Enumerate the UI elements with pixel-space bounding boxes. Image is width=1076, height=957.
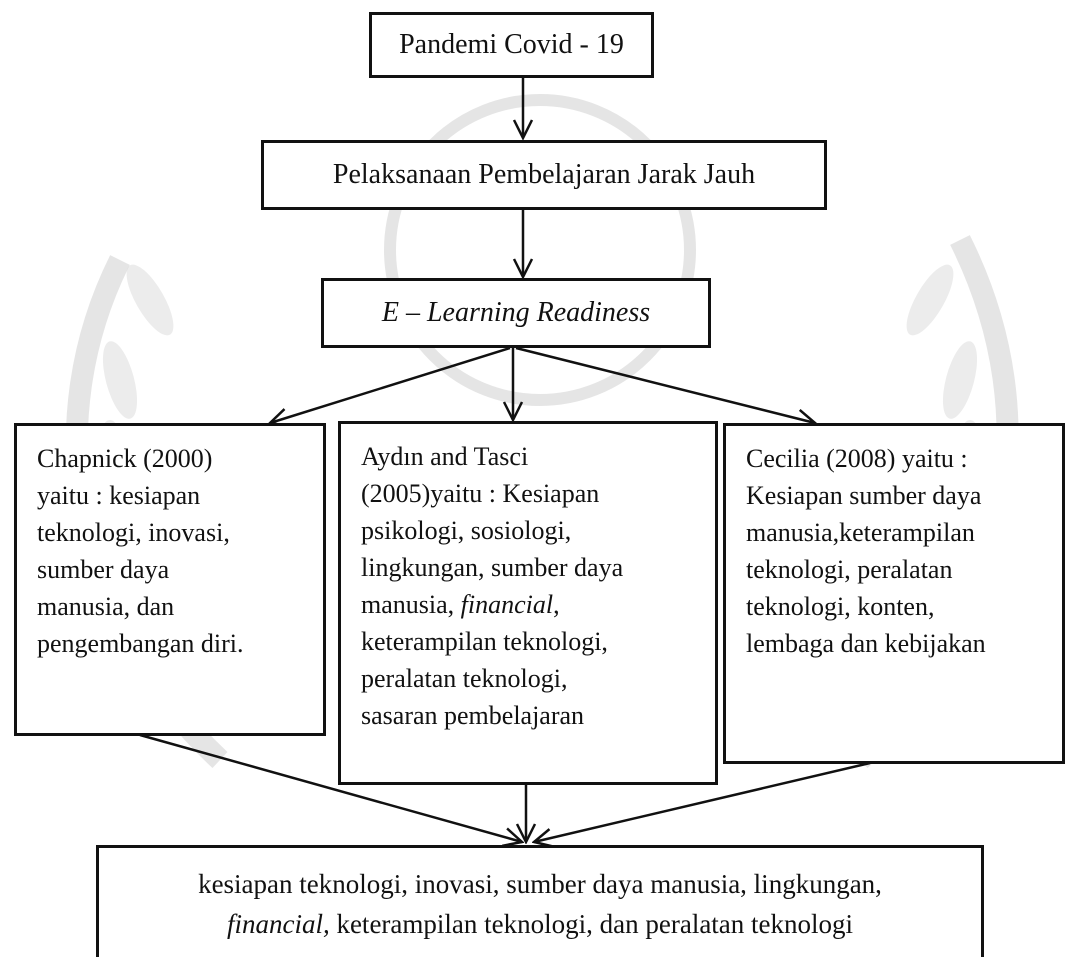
chapnick-line: Chapnick (2000) [37,444,213,473]
chapnick-line: manusia, dan [37,592,175,621]
aydin-line: psikologi, sosiologi, [361,516,572,545]
aydin-line: keterampilan teknologi, [361,627,608,656]
aydin-line: (2005)yaitu : Kesiapan [361,479,600,508]
node-cecilia: Cecilia (2008) yaitu : Kesiapan sumber d… [723,423,1065,764]
cecilia-line: teknologi, konten, [746,592,935,621]
node-aydin-tasci: Aydın and Tasci (2005)yaitu : Kesiapan p… [338,421,718,785]
cecilia-line: lembaga dan kebijakan [746,629,986,658]
arrow-cecilia-to-conclusion [534,761,871,842]
chapnick-line: sumber daya [37,555,170,584]
aydin-line: lingkungan, sumber daya [361,553,624,582]
node-pandemic: Pandemi Covid - 19 [369,12,654,78]
node-distance-learning: Pelaksanaan Pembelajaran Jarak Jauh [261,140,827,210]
node-chapnick: Chapnick (2000) yaitu : kesiapan teknolo… [14,423,326,736]
aydin-line: peralatan teknologi, [361,664,568,693]
conclusion-financial-italic: financial, [226,909,330,939]
aydin-comma: , [553,590,560,619]
node-pandemic-label: Pandemi Covid - 19 [399,29,624,60]
conclusion-line-2-rest: keterampilan teknologi, dan peralatan te… [329,909,854,939]
chapnick-line: teknologi, inovasi, [37,518,230,547]
cecilia-line: teknologi, peralatan [746,555,953,584]
arrow-readiness-to-cecilia [515,346,815,423]
node-elearning-readiness-label: E – Learning Readiness [381,297,651,328]
cecilia-line: manusia,keterampilan [746,518,975,547]
aydin-text: manusia, [361,590,461,619]
aydin-line: manusia, financial, [361,586,697,623]
aydin-line: Aydın and Tasci [361,442,529,471]
conclusion-line-1: kesiapan teknologi, inovasi, sumber daya… [198,869,882,899]
cecilia-line: Cecilia (2008) yaitu : [746,444,968,473]
arrow-chapnick-to-conclusion [139,733,522,842]
aydin-line: sasaran pembelajaran [361,701,585,730]
cecilia-line: Kesiapan sumber daya [746,481,982,510]
chapnick-line: yaitu : kesiapan [37,481,201,510]
aydin-financial-italic: financial [460,590,554,619]
node-conclusion: kesiapan teknologi, inovasi, sumber daya… [96,845,984,957]
arrow-readiness-to-chapnick [270,346,511,423]
node-elearning-readiness: E – Learning Readiness [321,278,711,348]
conclusion-line-2: financial, keterampilan teknologi, dan p… [99,904,981,944]
chapnick-line: pengembangan diri. [37,629,244,658]
node-distance-learning-label: Pelaksanaan Pembelajaran Jarak Jauh [332,159,756,190]
